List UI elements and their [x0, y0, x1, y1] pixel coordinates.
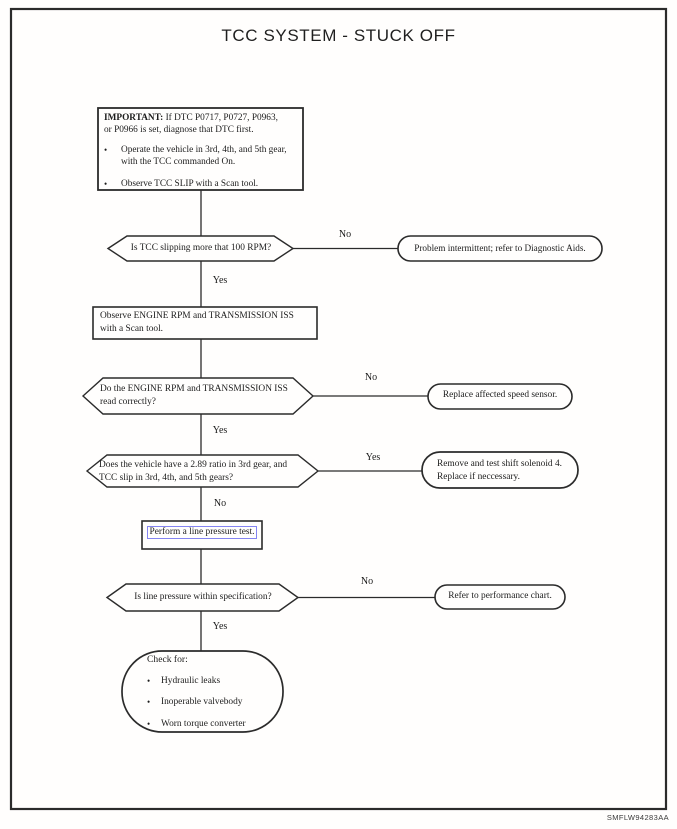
bullet-icon: • [104, 179, 108, 189]
decision2-line-2: read correctly? [100, 396, 156, 407]
result3-line-2: Replace if neccessary. [437, 471, 520, 482]
doc-code: SMFLW94283AA [606, 813, 669, 822]
bullet-icon: • [104, 145, 108, 155]
terminal-bullet-1-text: Hydraulic leaks [161, 675, 221, 686]
bullet-icon: • [147, 675, 151, 686]
action1-line-1: Observe ENGINE RPM and TRANSMISSION ISS [100, 311, 294, 321]
result4-text: Refer to performance chart. [448, 591, 552, 601]
decision3-line-2: TCC slip in 3rd, 4th, and 5th gears? [99, 472, 234, 483]
decision4-no-label: No [360, 576, 374, 587]
decision2-no-label: No [364, 372, 378, 383]
decision1-no-label: No [338, 229, 352, 240]
action2-selected-text[interactable]: Perform a line pressure test. [146, 526, 258, 539]
important-bullet-1: • Operate the vehicle in 3rd, 4th, and 5… [104, 145, 300, 168]
important-bullet-2: • Observe TCC SLIP with a Scan tool. [104, 179, 300, 191]
terminal-bullet-3-text: Worn torque converter [161, 718, 246, 729]
result4-shape [434, 584, 566, 610]
page-border [9, 7, 668, 811]
action1-line-2: with a Scan tool. [100, 323, 164, 334]
terminal-heading: Check for: [147, 654, 188, 665]
important-heading-rest: If DTC P0717, P0727, P0963, [163, 113, 278, 123]
decision3-no-label: No [213, 498, 227, 509]
important-note: IMPORTANT: If DTC P0717, P0727, P0963, o… [104, 113, 300, 191]
result3-text: Remove and test shift solenoid 4. Replac… [437, 458, 562, 483]
decision3-question: Does the vehicle have a 2.89 ratio in 3r… [99, 459, 287, 484]
decision2-yes-label: Yes [212, 425, 228, 436]
decision2-question: Do the ENGINE RPM and TRANSMISSION ISS r… [100, 383, 288, 408]
important-bullet-1-line-2: with the TCC commanded On. [121, 156, 236, 167]
decision3-yes-label: Yes [365, 452, 381, 463]
action2-text-wrap: Perform a line pressure test. [142, 526, 262, 539]
important-bullet-1-line-1: Operate the vehicle in 3rd, 4th, and 5th… [121, 145, 287, 155]
terminal-checklist: Check for: • Hydraulic leaks • Inoperabl… [147, 654, 277, 730]
result2-shape [427, 383, 573, 410]
terminal-bullet-2-text: Inoperable valvebody [161, 697, 243, 707]
terminal-bullet-2: • Inoperable valvebody [147, 697, 277, 708]
action1-text: Observe ENGINE RPM and TRANSMISSION ISS … [100, 310, 294, 335]
action1-shape [92, 306, 318, 340]
decision1-question: Is TCC slipping more that 100 RPM? [130, 243, 272, 253]
result2-text: Replace affected speed sensor. [442, 390, 558, 400]
page-title: TCC SYSTEM - STUCK OFF [221, 26, 456, 45]
decision3-line-1: Does the vehicle have a 2.89 ratio in 3r… [99, 460, 288, 470]
terminal-bullet-1: • Hydraulic leaks [147, 676, 277, 687]
important-bullet-2-line-1: Observe TCC SLIP with a Scan tool. [121, 179, 259, 189]
bullet-icon: • [147, 697, 151, 707]
bullet-icon: • [147, 718, 151, 729]
decision4-yes-label: Yes [212, 621, 228, 632]
terminal-shape [121, 650, 284, 733]
important-heading: IMPORTANT: [104, 113, 164, 123]
action2-shape [141, 520, 263, 550]
decision4-question: Is line pressure within specification? [134, 592, 272, 602]
terminal-bullet-3: • Worn torque converter [147, 719, 277, 730]
important-line-1: IMPORTANT: If DTC P0717, P0727, P0963, [104, 113, 300, 125]
decision1-yes-label: Yes [212, 275, 228, 286]
result3-shape [421, 451, 579, 489]
important-line-2: or P0966 is set, diagnose that DTC first… [104, 124, 254, 135]
decision2-line-1: Do the ENGINE RPM and TRANSMISSION ISS [100, 384, 288, 394]
result1-text: Problem intermittent; refer to Diagnosti… [414, 243, 586, 253]
result3-line-1: Remove and test shift solenoid 4. [437, 459, 562, 469]
result1-shape [397, 235, 603, 262]
